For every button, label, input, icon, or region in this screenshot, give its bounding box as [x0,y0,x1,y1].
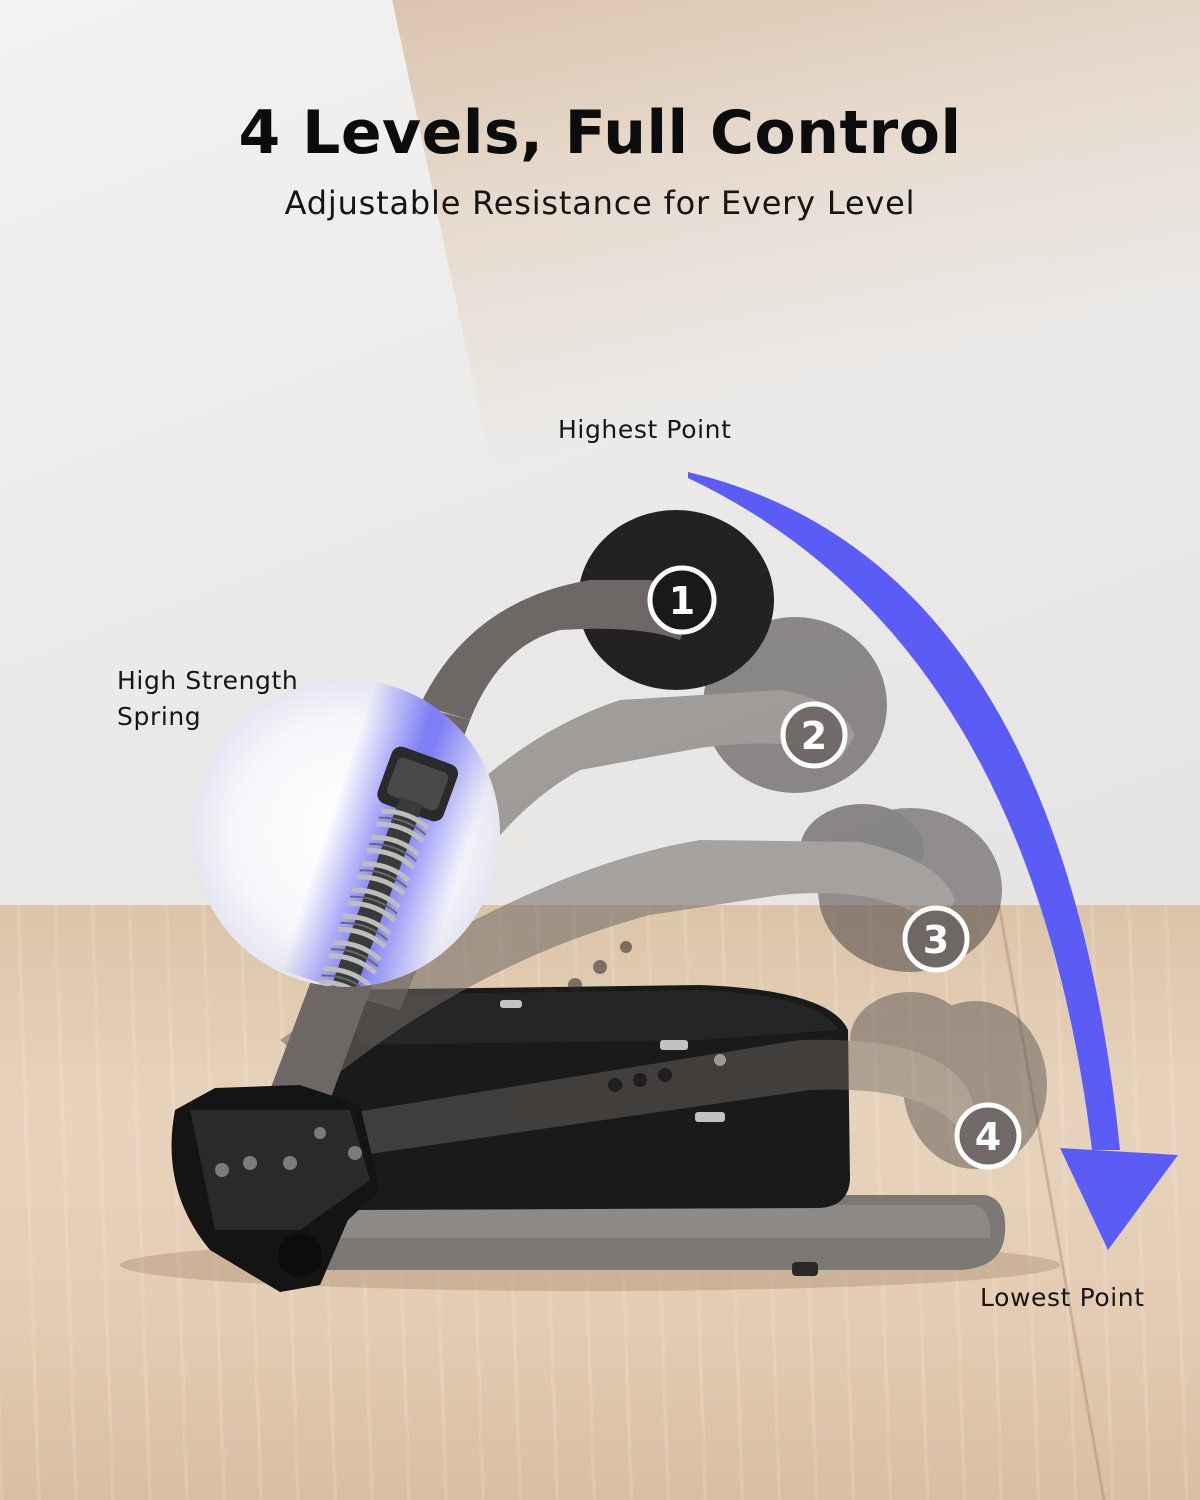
level-number-2: 2 [801,714,827,758]
kneeling-pad [330,985,850,1210]
level-number-3: 3 [923,918,949,962]
highest-point-label: Highest Point [558,415,732,444]
lowest-point-label: Lowest Point [980,1283,1145,1312]
spring-zoom-callout [192,679,500,987]
level-badge-1: 1 [647,565,717,635]
arm-level-4 [245,992,1047,1170]
level-badge-3: 3 [902,905,970,973]
curved-arrow-icon [688,472,1178,1250]
spring-icon [307,746,459,987]
page-subtitle: Adjustable Resistance for Every Level [284,184,916,222]
pivot-housing [171,1085,380,1292]
base-frame [300,1195,1006,1276]
level-number-1: 1 [669,579,695,623]
spring-label: High Strength Spring [117,666,299,731]
housing-screws [215,1127,362,1177]
pad-graphics [500,1000,726,1122]
level-badge-2: 2 [780,701,848,769]
page-title: 4 Levels, Full Control [238,98,962,168]
level-number-4: 4 [975,1115,1001,1159]
level-badge-4: 4 [954,1102,1022,1170]
